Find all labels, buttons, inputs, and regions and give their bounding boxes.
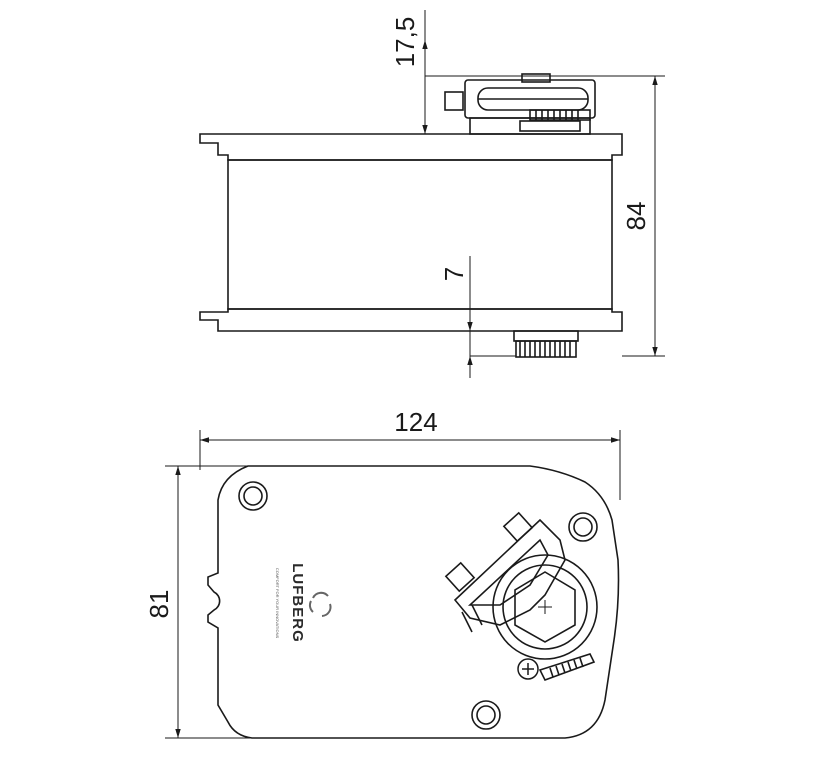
bottom-shaft-side bbox=[513, 330, 579, 358]
shaft-clamp-top bbox=[444, 511, 566, 633]
mounting-hole-top-left bbox=[238, 481, 268, 511]
mounting-hole-top-right bbox=[568, 512, 598, 542]
shaft-adapter bbox=[492, 554, 598, 681]
logo-swirl-icon bbox=[308, 591, 332, 617]
top-view bbox=[207, 465, 620, 739]
actuator-body-side bbox=[227, 159, 613, 310]
logo-tagline-text: COMFORT FOR YOUR INNOVATIONS bbox=[275, 568, 280, 639]
dim-top-clamp-height: 17,5 bbox=[390, 17, 420, 68]
dim-bottom-shaft-height: 7 bbox=[439, 267, 469, 281]
dim-overall-width: 81 bbox=[144, 590, 174, 619]
side-view bbox=[199, 73, 623, 358]
adjust-screw-icon bbox=[517, 658, 539, 680]
logo-brand-text: LUFBERG bbox=[289, 563, 306, 643]
center-mark-icon bbox=[538, 600, 552, 614]
dim-overall-height: 84 bbox=[621, 202, 651, 231]
dimension-lines-side bbox=[422, 10, 665, 378]
bottom-flange bbox=[199, 308, 623, 332]
scale-ring bbox=[538, 653, 596, 681]
brand-logo: LUFBERG COMFORT FOR YOUR INNOVATIONS bbox=[275, 563, 332, 643]
actuator-body-top bbox=[207, 465, 620, 739]
dim-overall-length: 124 bbox=[394, 407, 437, 437]
mounting-hole-bottom bbox=[471, 700, 501, 730]
shaft-clamp-side bbox=[444, 73, 596, 135]
dimension-lines-top bbox=[165, 430, 621, 739]
top-flange bbox=[199, 133, 623, 161]
